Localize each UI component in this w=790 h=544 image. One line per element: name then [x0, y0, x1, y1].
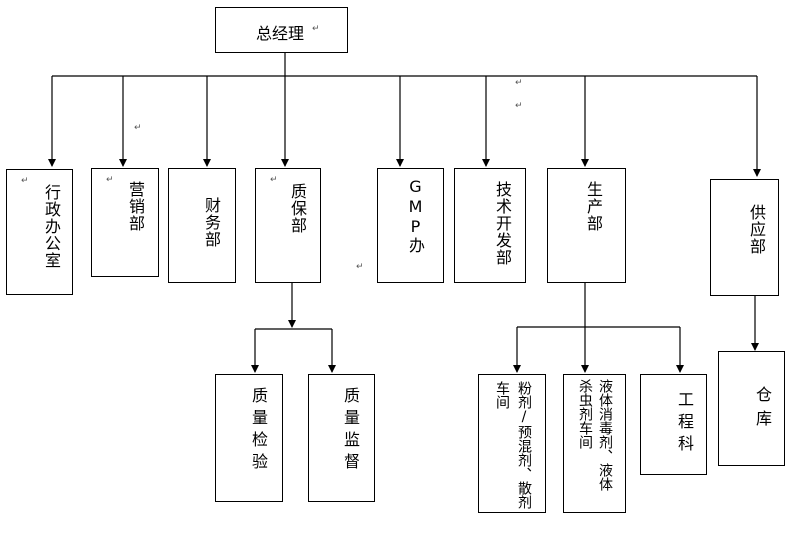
- dept-gmp-label: GMP办: [406, 177, 425, 254]
- qa-inspection-label: 质量检验: [249, 387, 268, 475]
- root-label: 总经理: [256, 24, 305, 43]
- workshop-powder-label-col1: 粉剂/预混剂、散剂: [516, 381, 532, 509]
- dept-tech-box: 技术开发部: [454, 168, 526, 283]
- workshop-liquid-label-col1: 液体消毒剂、液体: [597, 379, 613, 491]
- dept-production-box: 生产部: [547, 168, 626, 283]
- paragraph-mark: ↵: [134, 123, 142, 133]
- dept-production-label: 生产部: [584, 181, 603, 232]
- paragraph-mark: ↵: [515, 101, 523, 111]
- qa-supervision-box: 质量监督: [308, 374, 375, 502]
- dept-finance-label: 财务部: [202, 197, 221, 248]
- dept-tech-label: 技术开发部: [493, 181, 512, 266]
- dept-sales-label: 营销部: [126, 181, 145, 232]
- engineering-box: 工程科: [640, 374, 707, 475]
- root-box: 总经理 ↵: [215, 7, 348, 53]
- dept-admin-label: 行政办公室: [42, 184, 61, 269]
- dept-finance-box: 财务部: [168, 168, 236, 283]
- dept-qa-label: 质保部: [288, 183, 307, 234]
- dept-supply-label: 供应部: [747, 204, 766, 255]
- paragraph-mark: ↵: [515, 78, 523, 88]
- workshop-liquid-label-col2: 杀虫剂车间: [577, 379, 593, 449]
- engineering-label: 工程科: [675, 391, 694, 457]
- dept-qa-box: 质保部 ↵: [255, 168, 321, 283]
- dept-sales-box: 营销部 ↵: [91, 168, 159, 277]
- dept-gmp-box: GMP办: [377, 168, 444, 283]
- warehouse-box: 仓库: [718, 351, 785, 466]
- qa-inspection-box: 质量检验: [215, 374, 283, 502]
- paragraph-mark: ↵: [312, 24, 320, 34]
- dept-supply-box: 供应部: [710, 179, 779, 296]
- warehouse-label: 仓库: [753, 386, 772, 434]
- workshop-liquid-box: 液体消毒剂、液体 杀虫剂车间: [563, 374, 626, 513]
- paragraph-mark: ↵: [356, 262, 364, 272]
- dept-admin-box: 行政办公室 ↵: [6, 169, 73, 295]
- workshop-powder-label-col2: 车间: [494, 381, 510, 409]
- qa-supervision-label: 质量监督: [341, 387, 360, 475]
- workshop-powder-box: 粉剂/预混剂、散剂 车间: [478, 374, 546, 513]
